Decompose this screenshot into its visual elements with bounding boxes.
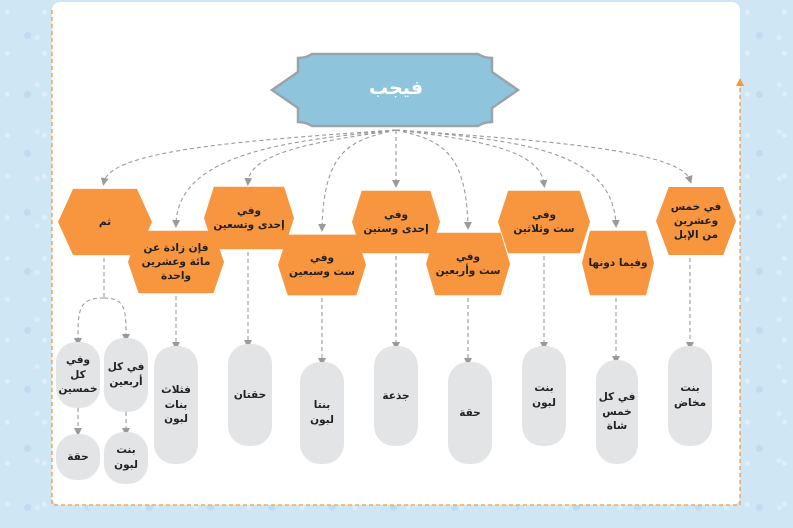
condition-node-5: وفي إحدى وستين: [352, 190, 440, 254]
connector-then-left: [74, 297, 105, 346]
result-node-5: جذعة: [374, 346, 418, 446]
connector-root-1: [395, 129, 693, 184]
title-banner: [269, 52, 521, 128]
result-node-2: في كل خمس شاة: [596, 360, 638, 464]
connector-root-6: [318, 129, 397, 232]
connector-root-7: [244, 129, 397, 186]
sub-result-hiqqa: حقة: [56, 434, 100, 480]
frame-corner-arrow: [736, 78, 744, 86]
condition-node-7: وفي إحدى وتسعين: [204, 186, 294, 250]
condition-node-8: فإن زادة عن مائة وعشرين واحدة: [128, 230, 224, 294]
condition-node-4: وفي ست وأربعين: [426, 232, 510, 296]
result-node-3: بنت لبون: [522, 346, 566, 446]
connector-root-4: [395, 129, 472, 230]
condition-node-1: في خمس وعشرين من الإبل: [656, 186, 736, 256]
result-node-6: بنتا لبون: [300, 362, 344, 464]
connector-root-2: [395, 129, 620, 228]
condition-node-9: ثم: [58, 188, 152, 256]
diagram-title: فيجب: [369, 77, 424, 99]
condition-node-6: وفي ست وسبعين: [278, 234, 366, 296]
result-node-7: حقتان: [228, 344, 272, 446]
connector-lines: [74, 129, 694, 436]
result-node-1: بنت مخاض: [668, 346, 712, 446]
condition-node-3: وفي ست وثلاثين: [498, 190, 590, 254]
connector-then-right: [103, 297, 130, 342]
frame-border: [51, 10, 741, 506]
condition-node-2: وفيما دونها: [582, 230, 654, 296]
result-node-8: فثلاث بنات لبون: [154, 346, 198, 464]
result-node-4: حقة: [448, 362, 492, 464]
connector-root-3: [395, 129, 548, 188]
sub-result-bint-labun: بنت لبون: [104, 432, 148, 484]
sub-condition-every-forty: في كل أربعين: [104, 338, 148, 412]
connector-root-9: [100, 129, 397, 186]
connector-root-8: [172, 129, 397, 228]
sub-condition-every-fifty: وفي كل خمسين: [56, 342, 100, 408]
